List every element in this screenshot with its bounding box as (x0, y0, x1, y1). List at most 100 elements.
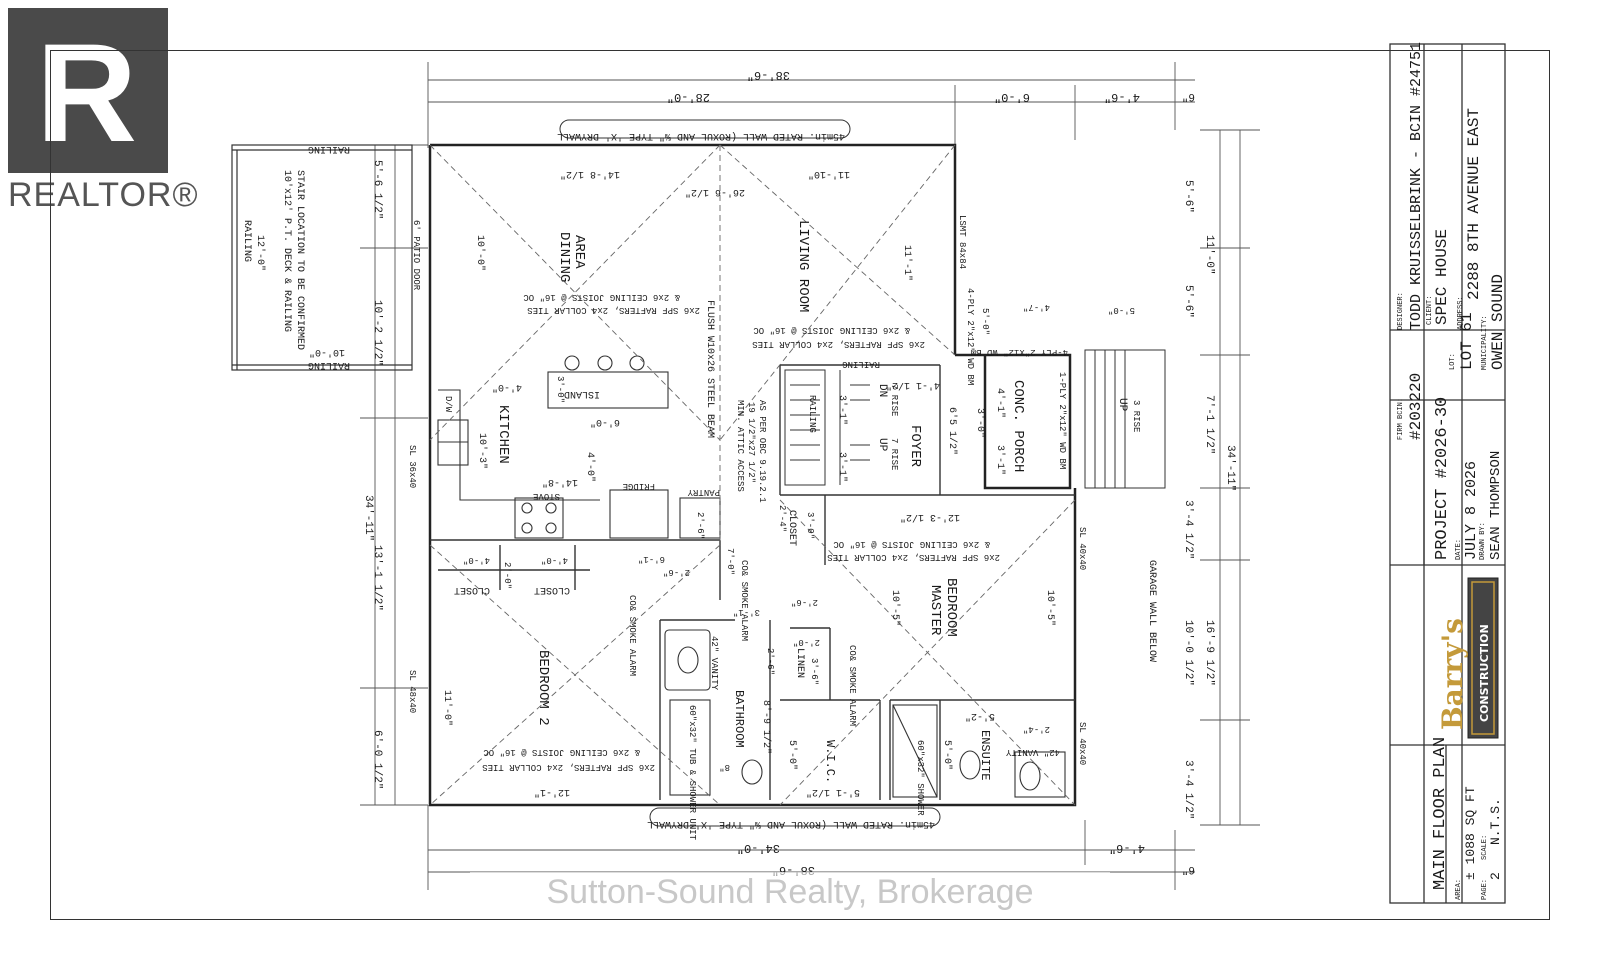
dim-right-5-6b: 5'-6" (1182, 285, 1194, 318)
rd-dining-h: 10'-0" (474, 235, 486, 271)
room-island: ISLAND (564, 388, 600, 399)
lot-value: LOT 61 (1458, 312, 1476, 370)
page-value: 2 (1488, 872, 1503, 880)
dim-top-28: 28'-0" (667, 90, 710, 104)
dim-right-3-4b: 3'-4 1/2" (1182, 760, 1194, 819)
label-attic-1: MIN. ATTIC ACCESS (735, 400, 745, 492)
annotation-labels: 6' PATIO DOOR FRIDGE STOVE PANTRY D/W FL… (407, 215, 1157, 841)
title-block (1389, 43, 1506, 904)
label-railing-living: RAILING (842, 359, 880, 369)
rd-dining-w: 14'-8 1/2" (560, 168, 620, 180)
room-foyer: FOYER (907, 425, 923, 468)
room-bathroom: BATHROOM (732, 690, 746, 748)
rd-beam: 26'-6 1/2" (685, 186, 745, 198)
label-attic-2: 19 1/2"x27 1/2" (746, 402, 756, 483)
rd-door-26b: 2'-6" (663, 567, 690, 577)
label-stair-up: UP (876, 438, 888, 452)
rd-closet-b: 4'-0" (541, 555, 568, 565)
room-living: LIVING ROOM (795, 220, 811, 312)
sheet-title: MAIN FLOOR PLAN (1431, 737, 1450, 890)
label-rise-porch: 3 RISE (1131, 400, 1141, 432)
rd-stair-3b: 3'-1" (836, 452, 848, 482)
rd-master-h2: 10'-5" (1044, 590, 1056, 626)
room-labels: DINING AREA LIVING ROOM KITCHEN ISLAND F… (454, 220, 1026, 783)
address-value: 2288 8TH AVENUE EAST (1465, 108, 1483, 300)
rd-door-26d: 2'-6" (765, 648, 775, 675)
label-tub: 60"x32" TUB & SHOWER UNIT (687, 705, 697, 841)
dim-right-7-1: 7'-1 1/2" (1203, 395, 1215, 454)
rd-porch-5: 5'-0" (1108, 305, 1135, 315)
barrys-logo-sub: CONSTRUCTION (1478, 624, 1491, 722)
ensuite-toilet (959, 750, 981, 780)
rd-kitchen-4: 4'-0" (492, 381, 522, 393)
rd-hall-6: 6'-1" (638, 554, 665, 564)
room-closet-c: CLOSET (786, 510, 797, 546)
dim-right-11-0: 11'-0" (1203, 235, 1215, 275)
dimension-labels: 38'-6" 28'-0" 6'-0" 4'-6" 6" 34'-0" 4'-6… (362, 68, 1236, 877)
label-up-porch: UP (1116, 398, 1128, 412)
dim-top-4-6: 4'-6" (1104, 90, 1140, 104)
address-label: ADDRESS: (1457, 296, 1465, 330)
dim-top-6: 6'-0" (994, 90, 1030, 104)
dim-right-16-9: 16'-9 1/2" (1203, 620, 1215, 686)
label-lvl-porch: 4-PLY 2"x12" WD BM (971, 347, 1068, 357)
rd-island-h: 3'-0" (555, 376, 565, 403)
scale-value: N.T.S. (1488, 798, 1503, 845)
dim-bottom-4-6: 4'-6" (1109, 841, 1145, 855)
room-closet-b: CLOSET (534, 584, 570, 595)
scale-label: SCALE: (1481, 835, 1489, 860)
ensuite-shower (892, 704, 938, 798)
room-wic: W.I.C. (823, 740, 837, 783)
bath-vanity (664, 629, 711, 691)
label-railing-stair: RAILING (807, 395, 817, 433)
rd-closet-c: 3'-0" (805, 512, 815, 539)
label-vanity-ensuite: 42" VANITY (1005, 747, 1060, 757)
ensuite-vanity (1014, 751, 1066, 798)
rd-door-26a: 2'-6" (695, 512, 705, 539)
rd-bed2-w: 12'-1" (534, 786, 570, 798)
deck (231, 144, 413, 371)
drawn-by-value: SEAN THOMPSON (1488, 451, 1504, 560)
room-dining-2: AREA (571, 235, 587, 269)
municipality-label: MUNICIPALITY: (1481, 315, 1489, 370)
rd-living-h: 11'-1" (901, 245, 913, 281)
dim-bottom-end: 6" (1182, 863, 1195, 875)
rd-living-4: 4'-7" (1023, 302, 1050, 312)
client-label: CLIENT: (1426, 296, 1434, 325)
rd-stair-3a: 3'-1" (836, 395, 848, 425)
label-ceiling-living: 2x6 SPF RAFTERS, 2x4 COLLAR TIES (752, 339, 925, 349)
deck-railing-top: RAILING (308, 143, 350, 154)
date-label: DATE: (1455, 539, 1463, 560)
realtor-logo: R REALTOR® (8, 8, 198, 214)
dim-right-3-4a: 3'-4 1/2" (1182, 500, 1194, 559)
rd-living-w: 11'-10" (808, 168, 850, 180)
room-master-2: BEDROOM (943, 578, 959, 637)
deck-note-1: 10'x12' P.T. DECK & RAILING (281, 170, 293, 332)
drawn-by-label: DRAWN BY: (1479, 522, 1487, 560)
municipality-value: OWEN SOUND (1489, 274, 1507, 370)
label-fridge: FRIDGE (623, 481, 655, 491)
room-kitchen: KITCHEN (495, 405, 511, 464)
label-co-alarm-3: CO& SMOKE ALARM (847, 645, 857, 726)
barrys-construction-logo: Barry's CONSTRUCTION (1436, 577, 1499, 739)
label-sl-kitchen: SL 36x40 (407, 445, 417, 488)
label-stair-dn: DN (876, 384, 888, 397)
rd-ens-w: 5'-2" (965, 710, 995, 722)
deck-railing-bottom: RAILING (308, 359, 350, 370)
designer-label: DESIGNER: (1397, 292, 1405, 330)
bath-toilet (741, 759, 763, 785)
dim-right-5-6a: 5'-6" (1182, 180, 1194, 213)
rd-door-24: 2'-4" (1023, 724, 1050, 734)
rd-closet-a: 4'-0" (463, 555, 490, 565)
room-closet-a: CLOSET (454, 584, 490, 595)
dim-left-overall: 34'-11" (362, 495, 374, 541)
label-attic-3: AS PER OBC 9.19.2.1 (757, 400, 767, 503)
deck-dim-12: 12'-0" (254, 235, 266, 271)
rd-master-w: 12'-3 1/2" (900, 511, 960, 523)
room-linen: LINEN (794, 648, 805, 678)
label-ceiling-living-2: & 2x6 CEILING JOISTS @ 16" OC (753, 325, 910, 335)
rd-porch-3: 3'-1" (994, 445, 1006, 475)
label-pantry: PANTRY (687, 487, 720, 497)
dim-top-overall: 38'-6" (747, 68, 790, 82)
